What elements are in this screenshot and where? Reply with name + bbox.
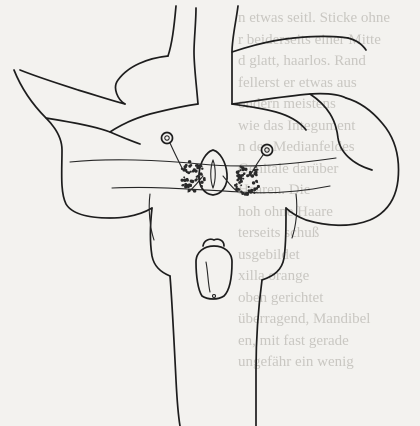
median-organ-slit	[211, 160, 216, 188]
seta-dot	[248, 186, 250, 188]
seta-dot	[181, 168, 184, 171]
seta-dot	[246, 174, 249, 177]
stem-right-edge	[256, 280, 262, 426]
seta-dot	[241, 174, 244, 177]
seta-dot	[240, 169, 242, 171]
seta-dot	[183, 176, 185, 178]
left-pore-inner-icon	[165, 136, 169, 140]
seta-dot	[244, 168, 247, 171]
seta-dot	[236, 170, 240, 174]
seta-dot	[249, 171, 252, 174]
seta-dot	[194, 179, 197, 182]
seta-dot	[184, 169, 187, 172]
seta-dot	[249, 191, 252, 194]
lower-median-organ	[196, 246, 232, 299]
seta-dot	[254, 172, 256, 174]
seta-dot	[196, 164, 198, 166]
seta-dot	[191, 189, 193, 191]
seta-dot	[188, 160, 191, 163]
lower-median-organ-top	[203, 239, 224, 246]
seta-dot	[183, 178, 187, 182]
seta-dot	[181, 179, 184, 182]
lower-body-inner-right	[292, 194, 297, 238]
seta-dot	[196, 166, 200, 170]
seta-dot	[252, 181, 255, 184]
lower-body-right-side	[262, 208, 286, 280]
right-stalk-outer	[232, 37, 348, 53]
stem-left-edge	[170, 276, 180, 426]
seta-dot	[200, 181, 203, 184]
seta-dot	[253, 192, 255, 194]
seta-dot	[255, 166, 257, 168]
right-upper-process-top	[348, 38, 366, 50]
seta-dot	[255, 187, 258, 190]
upper-body-left-shoulder	[110, 104, 198, 132]
right-upper-process	[232, 94, 346, 104]
left-pore-icon	[162, 133, 173, 144]
seta-dot	[196, 176, 198, 178]
lower-median-organ-fold	[206, 262, 210, 292]
seta-dot	[241, 192, 244, 195]
left-pore-duct	[170, 143, 182, 168]
seta-dot	[190, 180, 193, 183]
lower-body-left-side	[151, 208, 171, 276]
seta-dot	[190, 164, 193, 167]
lower-median-organ-dot	[213, 295, 216, 298]
seta-dot	[201, 167, 203, 169]
left-stalk-inner	[194, 8, 198, 104]
seta-dot	[242, 178, 244, 180]
seta-dot	[234, 184, 237, 187]
seta-dot	[239, 177, 241, 179]
right-central-stalk	[232, 6, 238, 104]
seta-dot	[192, 170, 195, 173]
seta-dot	[255, 180, 258, 183]
seta-dot	[200, 185, 203, 188]
right-pore-icon	[262, 145, 273, 156]
right-pore-inner-icon	[265, 148, 269, 152]
seta-dot	[182, 184, 185, 187]
right-lateral-lobe-contour	[286, 98, 399, 225]
seta-dot	[185, 164, 188, 167]
seta-dot	[194, 190, 196, 192]
seta-dot	[240, 166, 243, 169]
seta-dot	[203, 177, 206, 180]
left-upper-process-lower-edge	[116, 56, 168, 104]
seta-dot	[199, 177, 201, 179]
seta-dot	[253, 169, 256, 172]
seta-dot	[187, 184, 191, 188]
seta-dot	[244, 193, 247, 196]
seta-dot	[238, 188, 241, 191]
seta-dot	[240, 184, 242, 186]
left-upper-process	[20, 70, 125, 104]
seta-dot	[187, 171, 190, 174]
left-central-stalk	[168, 6, 176, 56]
upper-body-right-shoulder	[232, 104, 306, 130]
seta-dot	[251, 174, 254, 177]
seta-dot	[200, 173, 203, 176]
seta-dot	[188, 189, 191, 192]
seta-dot	[186, 180, 188, 182]
seta-dot	[238, 181, 241, 184]
